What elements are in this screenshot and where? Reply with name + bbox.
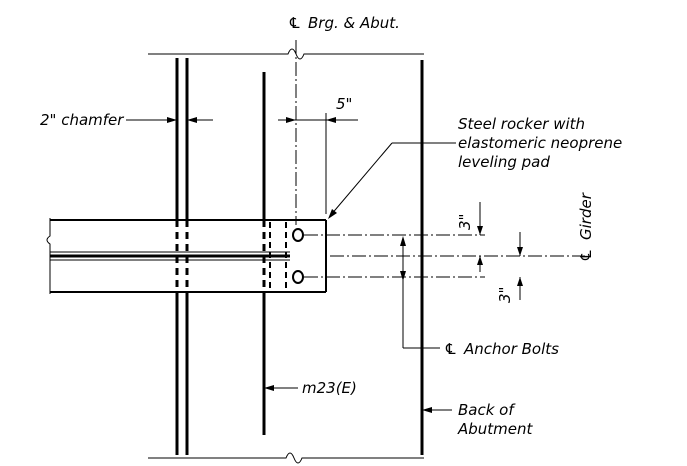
bottom-break-line [148,452,424,464]
cl-symbol-bearing: ℄ [288,14,301,32]
label-girder: Girder [577,192,595,240]
five-inch-dim [278,113,358,214]
anchor-bolt-holes [292,228,304,284]
label-chamfer: 2" chamfer [40,111,124,129]
label-three-inch-bottom: 3" [496,287,514,303]
label-five-inch: 5" [336,95,352,113]
top-break-line [148,48,424,60]
label-anchor-bolts: Anchor Bolts [463,340,559,358]
label-brg-abut: Brg. & Abut. [308,14,400,32]
three-inch-dim-top [477,202,483,272]
chamfer-leader [126,117,213,123]
label-three-inch-top: 3" [456,214,474,230]
girder-outline [46,218,327,294]
label-back-of: Back of [458,401,516,419]
back-abutment-leader [422,407,452,413]
label-m23: m23(E) [302,379,357,397]
cl-symbol-anchor: ℄ [444,340,457,358]
cl-symbol-girder: ℄ [577,249,595,262]
m23-leader [264,385,298,391]
label-rocker-line2: elastomeric neoprene [458,134,622,152]
anchor-bolts-leader [400,236,440,349]
rocker-leader [328,142,456,219]
label-rocker-line3: leveling pad [458,153,550,171]
label-abutment: Abutment [457,420,534,438]
three-inch-dim-bottom [517,232,523,300]
label-rocker-line1: Steel rocker with [458,115,585,133]
